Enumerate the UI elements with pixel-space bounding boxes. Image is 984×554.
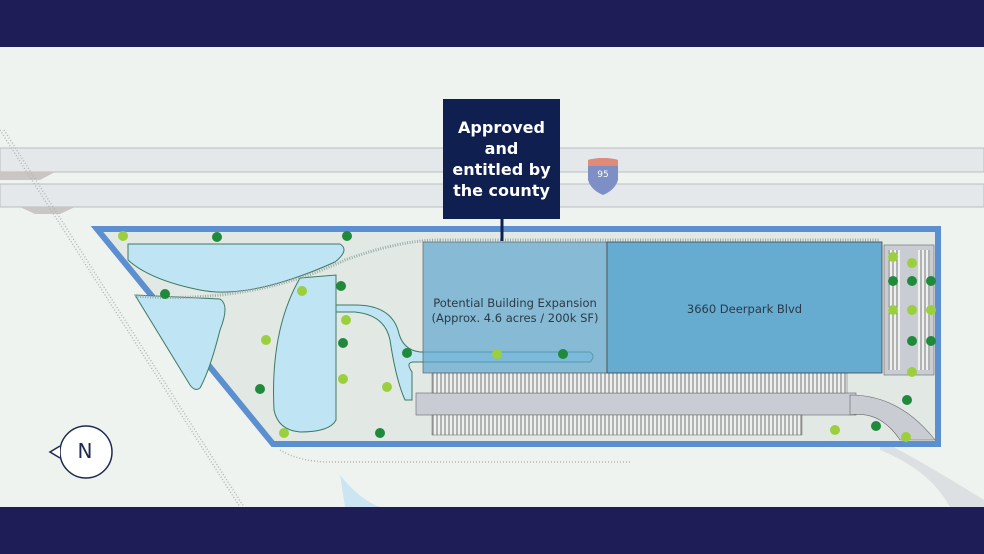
tree-icon xyxy=(336,281,346,291)
tree-icon xyxy=(926,336,936,346)
tree-icon xyxy=(261,335,271,345)
access-road xyxy=(880,440,984,507)
tree-icon xyxy=(212,232,222,242)
tree-icon xyxy=(279,428,289,438)
tree-icon xyxy=(907,367,917,377)
tree-icon xyxy=(342,231,352,241)
tree-icon xyxy=(402,348,412,358)
tree-icon xyxy=(907,336,917,346)
tree-icon xyxy=(926,305,936,315)
creek xyxy=(340,475,380,507)
expansion-label: Potential Building Expansion (Approx. 4.… xyxy=(423,296,607,326)
tree-icon xyxy=(341,315,351,325)
expansion-area xyxy=(422,241,608,374)
compass-north-label: N xyxy=(77,439,93,463)
railroad-tracks xyxy=(0,129,632,507)
tree-icon xyxy=(902,395,912,405)
retention-ponds xyxy=(127,243,594,433)
tree-icon xyxy=(926,276,936,286)
tree-icon xyxy=(888,276,898,286)
tree-icon xyxy=(255,384,265,394)
trees xyxy=(118,231,936,442)
expansion-label-line1: Potential Building Expansion xyxy=(433,296,597,310)
tree-icon xyxy=(907,276,917,286)
i95-shield-icon xyxy=(588,158,618,195)
expansion-label-line2: (Approx. 4.6 acres / 200k SF) xyxy=(431,311,599,325)
tree-icon xyxy=(907,305,917,315)
bottom-banner xyxy=(0,507,984,554)
tree-icon xyxy=(830,425,840,435)
tree-icon xyxy=(382,382,392,392)
building-3660 xyxy=(606,241,883,374)
top-banner xyxy=(0,0,984,47)
tree-icon xyxy=(160,289,170,299)
tree-icon xyxy=(907,258,917,268)
tree-icon xyxy=(871,421,881,431)
tree-icon xyxy=(118,231,128,241)
building-label[interactable]: 3660 Deerpark Blvd xyxy=(686,302,803,316)
tree-icon xyxy=(297,286,307,296)
tree-icon xyxy=(338,374,348,384)
tree-icon xyxy=(338,338,348,348)
tree-icon xyxy=(492,349,502,359)
tree-icon xyxy=(901,432,911,442)
highway-shield-number: 95 xyxy=(597,170,609,180)
approval-callout: Approved and entitled by the county xyxy=(443,99,560,219)
site-plan-map xyxy=(0,129,984,507)
tree-icon xyxy=(375,428,385,438)
tree-icon xyxy=(888,305,898,315)
tree-icon xyxy=(558,349,568,359)
tree-icon xyxy=(888,252,898,262)
